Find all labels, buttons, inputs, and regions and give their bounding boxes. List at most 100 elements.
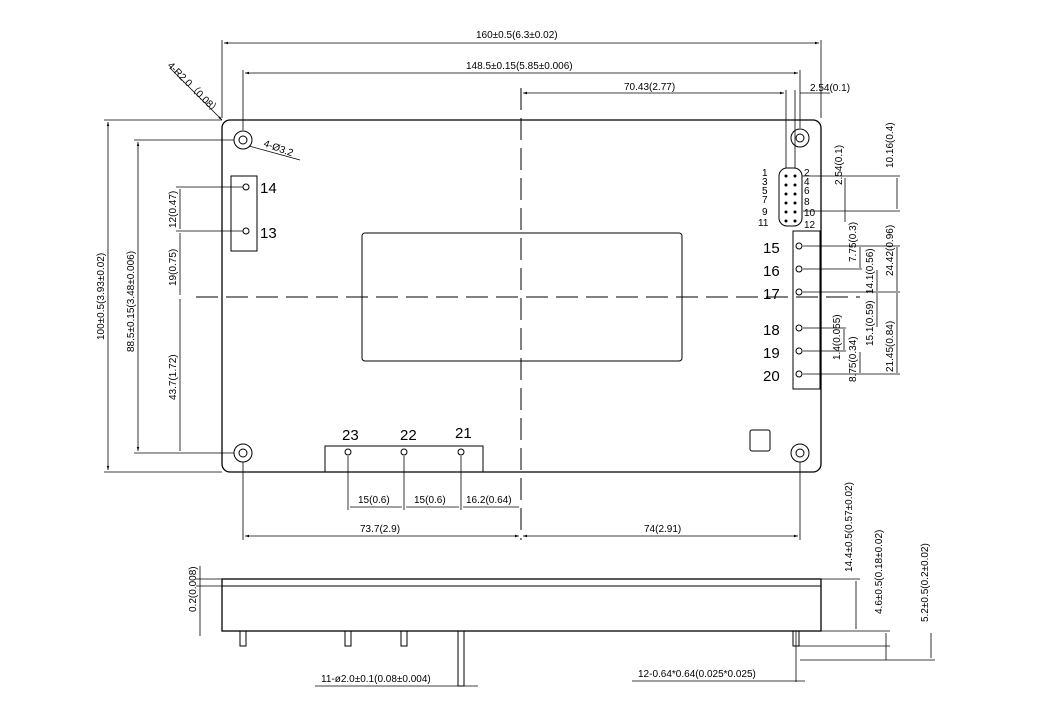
dim-center-to-connector: 70.43(2.77) [523,82,787,168]
dim-total-length: 160±0.5(6.3±0.02) [221,30,822,118]
svg-text:70.43(2.77): 70.43(2.77) [624,82,675,93]
svg-text:12(0.47): 12(0.47) [168,191,179,228]
svg-text:4.6±0.5(0.18±0.02): 4.6±0.5(0.18±0.02) [874,530,885,614]
dim-top-to-centerline: 19(0.75) [168,233,181,295]
svg-text:100±0.5(3.93±0.02): 100±0.5(3.93±0.02) [96,253,107,340]
pin-label-16: 16 [763,263,780,280]
dim-hole-spacing-length: 148.5±0.15(5.85±0.006) [242,61,801,130]
dim-connector-offset: 2.54(0.1) [794,83,850,168]
pin-14 [242,183,250,191]
dim-pin-diameter: 11-ø2.0±0.1(0.08±0.004) [315,674,478,687]
svg-text:0.2(0.008): 0.2(0.008) [188,566,199,612]
pin-label-23: 23 [342,427,359,444]
pin-label-19: 19 [763,345,780,362]
connector-pin-11: 11 [758,218,769,229]
svg-text:148.5±0.15(5.85±0.006): 148.5±0.15(5.85±0.006) [466,61,573,72]
pin-label-18: 18 [763,322,780,339]
connector-pin-4: 4 [804,177,810,188]
dim-pin-13-14: 12(0.47) [168,186,243,232]
connector-pin-2: 2 [804,168,810,179]
dim-total-width: 100±0.5(3.93±0.02) [96,119,222,473]
svg-text:4-R2.0（0.08）: 4-R2.0（0.08） [165,60,223,118]
pin-block-15-20 [792,230,821,390]
pin-label-22: 22 [400,427,417,444]
svg-text:10.16(0.4): 10.16(0.4) [885,122,896,168]
pin-22 [400,448,408,456]
svg-text:73.7(2.9): 73.7(2.9) [360,524,400,535]
connector-pin-3: 3 [762,177,768,188]
pin-label-20: 20 [763,368,780,385]
side-pins [239,630,800,687]
dim-hole-spacing-width: 88.5±0.15(3.48±0.006) [126,139,234,454]
svg-text:14.1(0.56): 14.1(0.56) [865,248,876,294]
svg-text:24.42(0.96): 24.42(0.96) [885,225,896,276]
pin-label-14: 14 [260,180,277,197]
dim-pin-spacing-right: 7.75(0.3) 14.1(0.56) 24.42(0.96) 15.1(0.… [803,222,900,382]
mounting-hole [233,443,253,463]
dim-flange-thickness: 0.2(0.008) [188,566,222,636]
connector-pin-8: 8 [804,197,810,208]
dim-connector-row-offset: 10.16(0.4) [802,122,900,212]
dim-center-to-right: 74(2.91) [523,462,801,540]
pin-20 [795,370,803,378]
svg-text:12-0.64*0.64(0.025*0.025): 12-0.64*0.64(0.025*0.025) [638,669,756,680]
pin-15 [795,242,803,250]
connector-pin-grid [784,174,797,223]
top-view: 14 13 15 16 17 18 19 20 23 22 21 [96,30,900,540]
connector-pin-9: 9 [762,207,768,218]
svg-text:88.5±0.15(3.48±0.006): 88.5±0.15(3.48±0.006) [126,251,137,352]
pin-13 [242,227,250,235]
module-body-side [221,578,822,632]
dim-connector-pin-size: 12-0.64*0.64(0.025*0.025) [632,669,805,682]
svg-text:8.75(0.34): 8.75(0.34) [848,336,859,382]
dim-connector-pitch: 2.54(0.1) [834,145,846,222]
pin-19 [795,347,803,355]
dim-corner-radius: 4-R2.0（0.08） [165,60,223,121]
svg-text:160±0.5(6.3±0.02): 160±0.5(6.3±0.02) [476,30,558,41]
connector-pin-1: 1 [762,168,768,179]
mounting-hole [790,128,810,148]
pin-16 [795,265,803,273]
dim-total-height: 14.4±0.5(0.57±0.02) [821,482,890,632]
dim-bottom-pins: 15(0.6) 15(0.6) 16.2(0.64) [347,456,519,510]
svg-text:2.54(0.1): 2.54(0.1) [834,145,845,185]
pin-21 [457,448,465,456]
pin-label-13: 13 [260,225,277,242]
svg-text:43.7(1.72): 43.7(1.72) [168,354,179,400]
svg-text:21.45(0.84): 21.45(0.84) [885,321,896,372]
connector-pin-7: 7 [762,195,768,206]
connector-pin-6: 6 [804,186,810,197]
signal-connector [778,167,803,227]
svg-text:15(0.6): 15(0.6) [414,495,446,506]
mounting-hole [790,443,810,463]
dim-pin-height: 4.6±0.5(0.18±0.02) [799,530,890,660]
pin-23 [344,448,352,456]
dim-connector-pin-height: 5.2±0.5(0.2±0.02) [800,543,935,661]
orientation-mark [749,429,771,452]
pin-label-21: 21 [455,425,472,442]
dim-hole-diameter: 4-Ø3.2 [248,138,301,161]
connector-pin-12: 12 [804,220,816,231]
svg-text:5.2±0.5(0.2±0.02): 5.2±0.5(0.2±0.02) [920,543,931,622]
connector-pin-5: 5 [762,186,768,197]
pin-17 [795,288,803,296]
svg-text:74(2.91): 74(2.91) [644,524,681,535]
svg-text:15.1(0.59): 15.1(0.59) [865,300,876,346]
pin-label-17: 17 [763,286,780,303]
pin-label-15: 15 [763,240,780,257]
svg-text:15(0.6): 15(0.6) [358,495,390,506]
svg-text:4-Ø3.2: 4-Ø3.2 [262,138,295,159]
svg-text:2.54(0.1): 2.54(0.1) [810,83,850,94]
pin-block-13-14 [230,175,258,252]
connector-pin-10: 10 [804,208,816,219]
svg-text:7.75(0.3): 7.75(0.3) [848,222,859,262]
dim-centerline-to-bottom-hole: 43.7(1.72) [168,299,181,451]
svg-text:14.4±0.5(0.57±0.02): 14.4±0.5(0.57±0.02) [844,482,855,572]
side-view: 0.2(0.008) 14.4±0.5(0.57±0.02) 4.6±0.5(0… [188,482,935,687]
pin-18 [795,324,803,332]
dim-left-to-center: 73.7(2.9) [242,462,519,540]
svg-text:16.2(0.64): 16.2(0.64) [466,495,512,506]
svg-text:19(0.75): 19(0.75) [168,249,179,286]
svg-text:1.4(0.055): 1.4(0.055) [832,314,843,360]
